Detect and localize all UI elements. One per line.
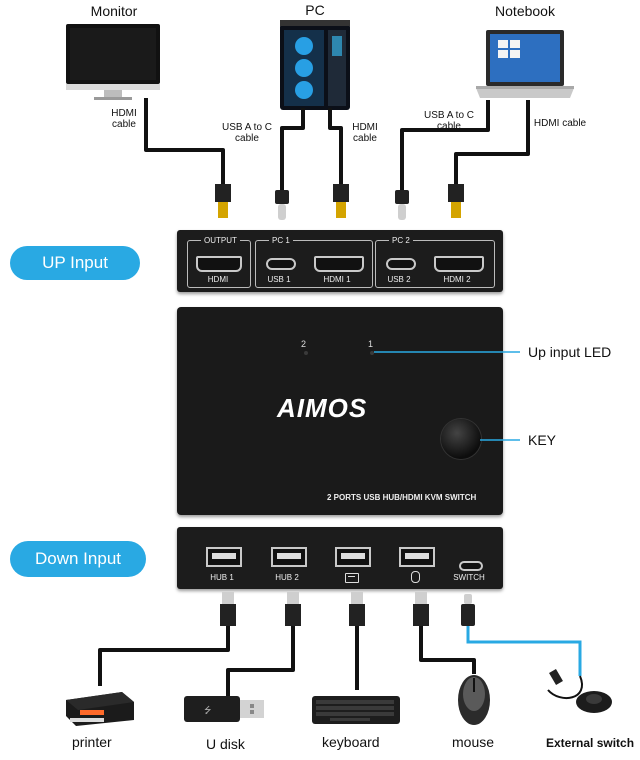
keyboard-icon [345, 573, 359, 583]
monitor-device [62, 22, 162, 102]
led-1-label: 1 [368, 339, 374, 349]
hdmi2-label: HDMI 2 [443, 275, 471, 284]
keyboard-port [335, 547, 371, 567]
external-switch-label: External switch [546, 736, 635, 750]
switch-port [459, 561, 483, 571]
pc1-group-label: PC 1 [269, 236, 293, 245]
mouse-device [456, 672, 492, 728]
kvm-switch-box: 2 1 AIMOS 2 PORTS USB HUB/HDMI KVM SWITC… [177, 307, 503, 515]
pc1-group [255, 240, 373, 288]
usbc-pc2-port [386, 258, 416, 270]
pc-device [278, 20, 354, 112]
pc-label: PC [305, 2, 325, 18]
hdmi1-port [314, 256, 364, 272]
led-2 [304, 351, 308, 355]
udisk-label: U disk [206, 736, 245, 752]
hdmi1-label: HDMI 1 [323, 275, 351, 284]
printer-label: printer [72, 734, 112, 750]
pc2-group-label: PC 2 [389, 236, 413, 245]
hdmi-output-label: HDMI [207, 275, 229, 284]
key-callout: KEY [528, 432, 557, 448]
notebook-label: Notebook [495, 3, 555, 19]
mouse-icon [411, 571, 420, 583]
notebook-device [474, 28, 576, 102]
led-2-label: 2 [301, 339, 307, 349]
up-input-pill: UP Input [10, 246, 140, 280]
printer-device [62, 680, 138, 728]
aimos-logo: AIMOS [277, 393, 367, 424]
keyboard-label: keyboard [322, 734, 380, 750]
logo-text: AIMOS [277, 393, 368, 423]
led-1 [370, 351, 374, 355]
up-input-led-callout: Up input LED [528, 344, 612, 360]
svg-text:⭍: ⭍ [204, 705, 212, 716]
down-input-panel: HUB 1 HUB 2 SWITCH [177, 527, 503, 589]
keyboard-device [310, 692, 402, 728]
hdmi2-port [434, 256, 484, 272]
key-button[interactable] [441, 419, 481, 459]
hdmi-output-port [196, 256, 242, 272]
switch-caption: 2 PORTS USB HUB/HDMI KVM SWITCH [327, 493, 477, 502]
usb1-label: USB 1 [267, 275, 291, 284]
hub1-port [206, 547, 242, 567]
top-cables [144, 98, 530, 220]
hub2-port [271, 547, 307, 567]
down-input-pill: Down Input [10, 541, 146, 577]
usbc-plugs [275, 190, 409, 220]
external-switch-device [544, 662, 620, 722]
up-input-panel: OUTPUT HDMI PC 1 USB 1 HDMI 1 PC 2 USB 2… [177, 230, 503, 292]
usbc-pc1-port [266, 258, 296, 270]
output-group-label: OUTPUT [201, 236, 240, 245]
usb2-label: USB 2 [387, 275, 411, 284]
mouse-port [399, 547, 435, 567]
mouse-label: mouse [452, 734, 495, 750]
monitor-label: Monitor [90, 3, 138, 19]
hdmi-plugs [215, 184, 464, 218]
hdmi-cable-notebook-label: HDMI cable [533, 118, 587, 129]
udisk-device: ⭍ [180, 692, 270, 726]
switch-label: SWITCH [453, 573, 485, 582]
hub2-label: HUB 2 [275, 573, 299, 582]
hub1-label: HUB 1 [210, 573, 234, 582]
pc2-group [375, 240, 495, 288]
